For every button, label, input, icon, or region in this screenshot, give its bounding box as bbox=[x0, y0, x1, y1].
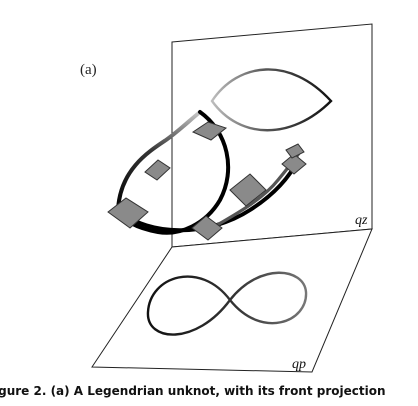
lagrangian-projection-plane bbox=[91, 228, 373, 373]
panel-label: (a) bbox=[80, 62, 97, 78]
knot-upper-strand bbox=[116, 110, 202, 212]
figure-caption: igure 2. (a) A Legendrian unknot, with i… bbox=[0, 384, 386, 398]
contact-plane-left-upper bbox=[144, 159, 171, 181]
front-plane-label: qz bbox=[355, 213, 368, 228]
contact-plane-right-back bbox=[285, 143, 305, 159]
contact-plane-left bbox=[107, 197, 149, 229]
knot-lower-strand bbox=[116, 158, 300, 233]
lagrangian-projection-curve bbox=[146, 271, 308, 336]
front-projection-curve bbox=[210, 68, 333, 132]
contact-plane-top bbox=[191, 121, 228, 141]
contact-plane-bottom bbox=[191, 215, 223, 241]
lagrangian-plane-label: qp bbox=[292, 357, 306, 372]
contact-plane-right-top bbox=[281, 153, 307, 175]
contact-plane-right-mid bbox=[229, 173, 267, 207]
